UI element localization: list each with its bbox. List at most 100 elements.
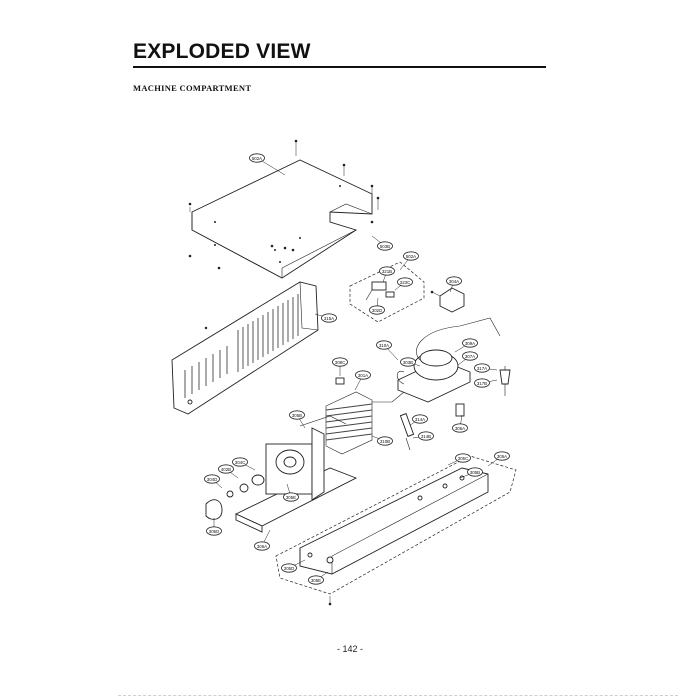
callout-label: 305E	[286, 495, 296, 500]
callout-bubble	[474, 378, 490, 388]
callout-bubble	[377, 436, 393, 446]
part-callout-502a: 502A	[249, 153, 286, 176]
callout-bubble	[494, 451, 510, 461]
callout-label: 305B	[292, 413, 302, 418]
callout-label: 314B	[421, 434, 431, 439]
callout-bubble	[462, 338, 478, 348]
callout-bubble	[455, 453, 471, 463]
callout-bubble	[462, 351, 478, 361]
callout-label: 314A	[415, 417, 425, 422]
part-callout-304c: 304C	[232, 457, 256, 471]
callout-bubble	[232, 457, 248, 467]
callout-bubble	[355, 370, 371, 380]
callout-bubble	[412, 414, 428, 424]
callout-bubble	[321, 313, 337, 323]
footer-rule	[118, 695, 678, 696]
vent-slots	[184, 294, 299, 398]
callout-bubble	[377, 241, 393, 251]
part-callout-305c: 305C	[447, 453, 471, 466]
compressor	[396, 317, 511, 417]
page-title: EXPLODED VIEW	[133, 40, 311, 63]
callout-bubble	[206, 526, 222, 536]
part-callout-314b: 314B	[412, 431, 434, 441]
callout-label: 305C	[458, 456, 469, 461]
callout-label: 321B	[382, 269, 392, 274]
callout-bubble	[379, 266, 395, 276]
part-callout-309a: 309A	[454, 338, 478, 353]
part-callout-317b: 317B	[474, 378, 498, 388]
part-callout-301a: 301A	[354, 370, 371, 391]
part-callout-307a: 307A	[457, 351, 478, 366]
page-number: - 142 -	[336, 644, 363, 654]
top-cover	[191, 159, 373, 279]
callout-bubble	[400, 357, 416, 367]
cover-screws	[188, 139, 380, 270]
part-callout-306a: 306A	[452, 414, 468, 433]
callout-label: 305A	[497, 454, 507, 459]
callout-label: 502A	[252, 156, 262, 161]
callout-label: 302D	[372, 308, 383, 313]
part-callout-302d: 302D	[369, 297, 385, 315]
callout-label: 323C	[400, 280, 411, 285]
part-callout-308c: 308C	[332, 357, 348, 376]
callout-label: 402B	[221, 467, 231, 472]
callout-label: 502A	[406, 254, 416, 259]
callout-bubble	[283, 492, 299, 502]
callout-label: 307A	[465, 354, 475, 359]
callout-bubble	[397, 277, 413, 287]
callout-bubble	[403, 251, 419, 261]
callout-bubble	[452, 423, 468, 433]
callout-bubble	[249, 153, 265, 163]
part-callout-310b: 310B	[371, 435, 393, 446]
callout-bubble	[308, 575, 324, 585]
callout-label: 305E	[311, 578, 321, 583]
callout-label: 304D	[207, 477, 218, 482]
callout-label: 305D	[284, 566, 295, 571]
callout-label: 317A	[477, 366, 487, 371]
base-pan	[275, 455, 517, 606]
part-callout-317a: 317A	[474, 363, 498, 373]
callout-label: 304C	[235, 460, 246, 465]
callout-label: 306D	[209, 529, 220, 534]
callout-bubble	[474, 363, 490, 373]
relay-part	[430, 287, 465, 313]
callout-bubble	[418, 431, 434, 441]
callout-bubble	[467, 467, 483, 477]
callout-label: 503B	[380, 244, 390, 249]
section-title: MACHINE COMPARTMENT	[133, 83, 252, 93]
part-callout-304a: 304A	[446, 276, 462, 293]
callout-bubble	[446, 276, 462, 286]
callout-label: 308C	[335, 360, 346, 365]
callout-bubble	[332, 357, 348, 367]
callout-bubble	[289, 410, 305, 420]
callout-label: 317B	[477, 381, 487, 386]
electrical-box	[349, 261, 425, 323]
callout-bubble	[376, 340, 392, 350]
callout-label: 310B	[380, 439, 390, 444]
part-callout-321b: 321B	[379, 266, 395, 283]
callout-label: 306A	[257, 544, 267, 549]
callout-label: 301A	[358, 373, 368, 378]
part-callout-402b: 402B	[218, 464, 239, 479]
part-callout-305e: 305E	[283, 483, 299, 502]
callout-label: 304A	[449, 279, 459, 284]
callout-bubble	[369, 305, 385, 315]
part-callout-323c: 323C	[394, 277, 413, 291]
callout-label: 306A	[455, 426, 465, 431]
callout-bubble	[218, 464, 234, 474]
condenser-coil	[325, 377, 405, 455]
part-callout-305b: 305B	[289, 410, 306, 429]
callout-bubble	[254, 541, 270, 551]
callout-label: 315A	[324, 316, 334, 321]
part-callout-503b: 503B	[371, 235, 393, 251]
part-callout-305d: 305D	[281, 559, 306, 573]
callout-label: 303B	[403, 360, 413, 365]
part-callout-310a: 310A	[376, 340, 399, 361]
part-callout-303b: 303B	[400, 357, 421, 367]
callout-bubble	[281, 563, 297, 573]
rear-vent-panel	[171, 281, 319, 415]
callout-label: 310A	[379, 343, 389, 348]
callout-bubble	[204, 474, 220, 484]
callout-label: 309A	[465, 341, 475, 346]
